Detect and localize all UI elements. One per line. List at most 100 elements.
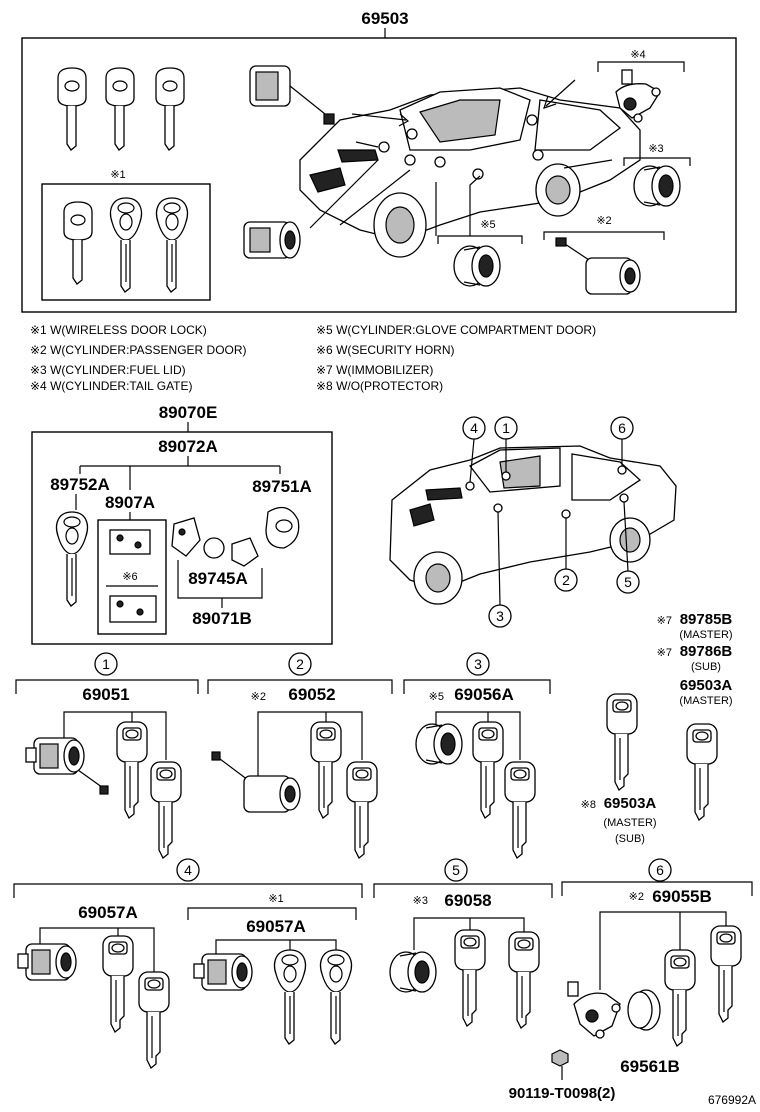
glove-box-cylinder-icon: [415, 723, 463, 765]
ignition-cylinder-icon: [243, 221, 301, 259]
box-mark-5: ※5: [480, 219, 495, 231]
part-number: 69052: [288, 685, 335, 704]
key-icon: [102, 935, 134, 1033]
part-number: 69051: [82, 685, 129, 704]
part-number: 90119-T0098(2): [509, 1085, 616, 1102]
door-lock-cylinder-icon: [17, 943, 77, 981]
top-assembly-number: 69503: [361, 9, 408, 28]
part-number: 69056A: [454, 685, 514, 704]
truck-location-illustration: [389, 445, 677, 605]
key-icon: [346, 761, 378, 859]
mark: ※7: [657, 647, 672, 659]
part-number: 69058: [444, 891, 491, 910]
door-lock-cylinder-icon: [249, 65, 335, 125]
part-number: 89745A: [188, 569, 248, 588]
cylinder-cap-icon: [627, 989, 661, 1031]
key-icon: [504, 761, 536, 859]
transmitter-kit-number: 89070E: [159, 403, 218, 422]
box-mark-2: ※2: [596, 215, 611, 227]
transmitter-frame: [31, 431, 333, 645]
part-number: 8907A: [105, 493, 155, 512]
door-lock-cylinder-icon: [25, 737, 85, 775]
transmitter-assembly-number: 89072A: [158, 437, 218, 456]
callout-4: 4: [470, 420, 478, 436]
part-note: (SUB): [615, 833, 645, 845]
top-assembly-frame: [21, 37, 737, 313]
circuit-board-icon: [109, 529, 157, 623]
key-icon: [155, 67, 185, 151]
callout-5: 5: [624, 574, 632, 590]
key-icon: [710, 925, 742, 1023]
box-mark-4: ※4: [630, 49, 645, 61]
key-icon: [508, 931, 540, 1029]
transmitter-case-icon: [171, 506, 300, 567]
callout-6: 6: [618, 420, 626, 436]
callout-3: 3: [496, 608, 504, 624]
set-number: 5: [452, 862, 460, 878]
callout-circle: [648, 858, 672, 882]
mark: ※7: [657, 615, 672, 627]
mark: ※2: [251, 691, 266, 703]
key-icon: [310, 721, 342, 819]
mark: ※5: [429, 691, 444, 703]
part-number: 69561B: [620, 1057, 680, 1076]
set-number: 1: [102, 656, 110, 672]
part-note: (MASTER): [603, 817, 656, 829]
truck-illustration: [299, 87, 641, 258]
key-icon: [63, 201, 93, 285]
board-frame: [97, 519, 167, 635]
part-number: 89071B: [192, 609, 252, 628]
key-icon: [454, 929, 486, 1027]
part-number: 89751A: [252, 477, 312, 496]
footnote: ※6 W(SECURITY HORN): [316, 343, 455, 357]
callout-1: 1: [502, 420, 510, 436]
callout-circle: [466, 652, 490, 676]
part-number: 69503A: [680, 677, 733, 694]
part-note: (SUB): [691, 661, 721, 673]
mark: ※3: [413, 895, 428, 907]
key-icon: [105, 67, 135, 151]
key-icon: [57, 67, 87, 151]
mark: ※8: [581, 799, 596, 811]
set-number: 6: [656, 862, 664, 878]
key-icon: [138, 971, 170, 1069]
callout-2: 2: [562, 572, 570, 588]
footnote: ※5 W(CYLINDER:GLOVE COMPARTMENT DOOR): [316, 323, 596, 337]
part-number: 69057A: [246, 917, 306, 936]
mark: ※2: [629, 891, 644, 903]
callout-circle: [288, 652, 312, 676]
key-icon: [116, 721, 148, 819]
wireless-key-icon: [273, 949, 307, 1045]
footnotes: ※1 W(WIRELESS DOOR LOCK) ※2 W(CYLINDER:P…: [30, 323, 596, 393]
footnote: ※3 W(CYLINDER:FUEL LID): [30, 363, 186, 377]
box-mark-1: ※1: [110, 169, 125, 181]
wireless-key-icon: [55, 511, 89, 607]
door-lock-cylinder-icon: [193, 953, 253, 991]
nut-icon: [551, 1049, 569, 1067]
wireless-key-icon: [155, 197, 189, 293]
passenger-door-cylinder-icon: [211, 751, 301, 813]
wireless-key-icon: [109, 197, 143, 293]
key-icon: [686, 723, 718, 821]
footnote: ※1 W(WIRELESS DOOR LOCK): [30, 323, 207, 337]
part-number: 89785B: [680, 611, 733, 628]
part-number: 69503A: [604, 795, 657, 812]
footnote: ※7 W(IMMOBILIZER): [316, 363, 433, 377]
footnote: ※2 W(CYLINDER:PASSENGER DOOR): [30, 343, 247, 357]
footnote: ※4 W(CYLINDER:TAIL GATE): [30, 379, 193, 393]
part-number: 89786B: [680, 643, 733, 660]
board-mark: ※6: [122, 571, 137, 583]
set-number: 2: [296, 656, 304, 672]
mark: ※1: [268, 893, 283, 905]
part-note: (MASTER): [679, 629, 732, 641]
key-icon: [472, 721, 504, 819]
callout-circle: [94, 652, 118, 676]
footnote: ※8 W/O(PROTECTOR): [316, 379, 443, 393]
key-icon: [606, 693, 638, 791]
set-number: 3: [474, 656, 482, 672]
glove-box-cylinder-icon: [453, 245, 501, 287]
box-mark-3: ※3: [648, 143, 663, 155]
passenger-door-cylinder-icon: [555, 237, 641, 295]
part-note: (MASTER): [679, 695, 732, 707]
